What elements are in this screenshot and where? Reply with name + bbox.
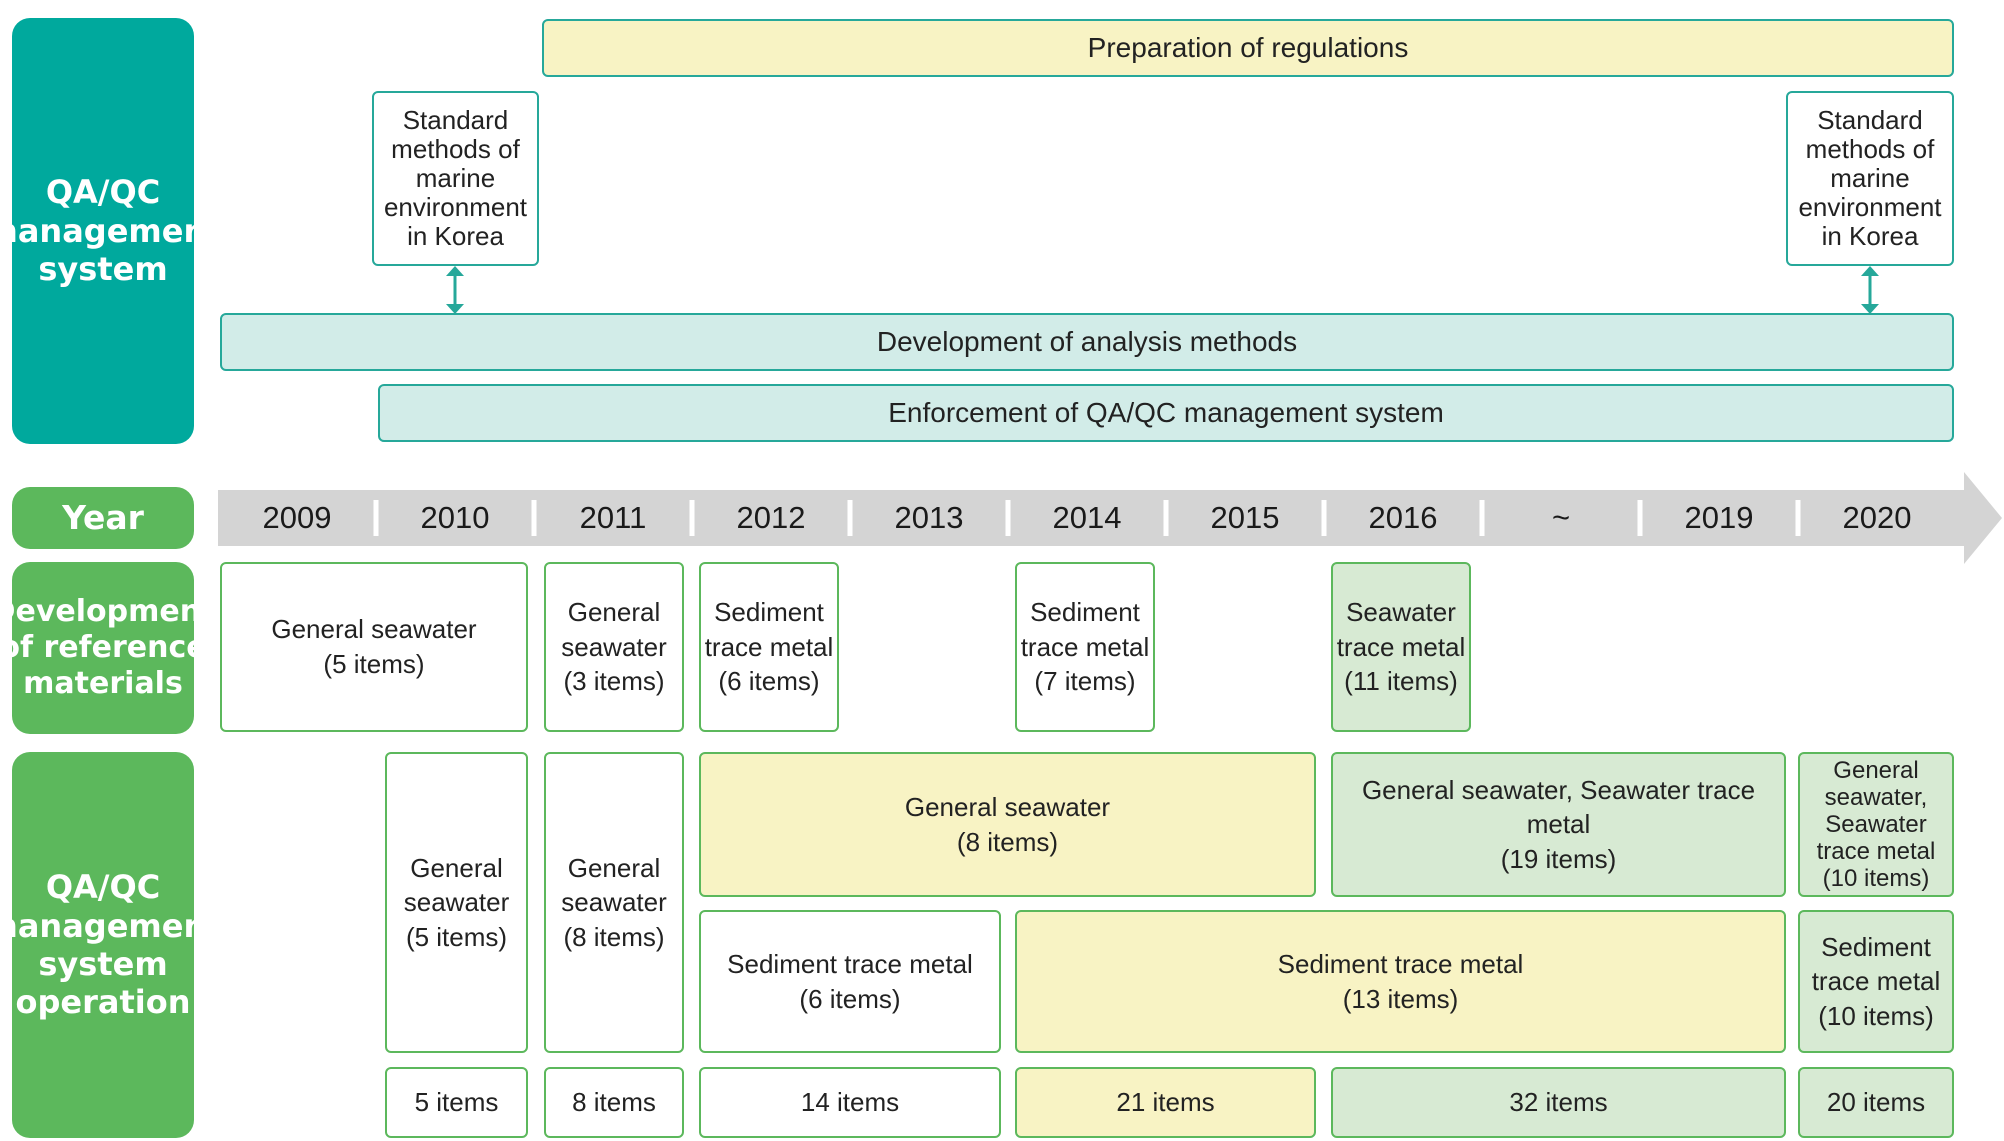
rm-2016-seawater-trace-metal: Seawater trace metal (11 items) (1331, 562, 1471, 732)
year-2009: 2009 (262, 500, 332, 535)
year-2012: 2012 (736, 500, 806, 535)
total-2010: 5 items (385, 1067, 528, 1138)
standard-methods-left: Standard methods of marine environment i… (372, 91, 539, 266)
op-2016-2019-seawater: General seawater, Seawater trace metal (… (1331, 752, 1786, 897)
op-2020-seawater: General seawater, Seawater trace metal (… (1798, 752, 1954, 897)
year-label-text: Year (62, 498, 144, 538)
year-2019: 2019 (1684, 500, 1754, 535)
total-2014-2015: 21 items (1015, 1067, 1316, 1138)
year-2014: 2014 (1052, 500, 1122, 535)
reference-materials-label-text: Development of reference materials (0, 594, 216, 701)
enforcement-of-qaqc-text: Enforcement of QA/QC management system (888, 397, 1444, 428)
rm-2012-sediment-trace-metal: Sediment trace metal (6 items) (699, 562, 839, 732)
double-arrow-right-icon (1861, 266, 1879, 314)
op-2011-general-seawater: General seawater (8 items) (544, 752, 684, 1053)
year-2010: 2010 (420, 500, 490, 535)
development-of-analysis-methods: Development of analysis methods (220, 313, 1954, 371)
total-2016-2019: 32 items (1331, 1067, 1786, 1138)
year-2013: 2013 (894, 500, 964, 535)
op-2020-sediment: Sediment trace metal (10 items) (1798, 910, 1954, 1053)
operation-label: QA/QC management system operation (0, 752, 222, 1138)
total-2011: 8 items (544, 1067, 684, 1138)
year-2020: 2020 (1842, 500, 1912, 535)
qaqc-system-label: QA/QC management system (0, 18, 222, 444)
qaqc-system-label-text: QA/QC management system (0, 173, 222, 289)
standard-methods-left-text: Standard methods of marine environment i… (383, 104, 528, 252)
reference-materials-label: Development of reference materials (0, 562, 215, 734)
standard-methods-right-text: Standard methods of marine environment i… (1798, 104, 1942, 252)
preparation-of-regulations: Preparation of regulations (542, 19, 1954, 77)
total-2020: 20 items (1798, 1067, 1954, 1138)
op-2012-2015-general-seawater: General seawater (8 items) (699, 752, 1316, 897)
year-label: Year (12, 487, 194, 549)
year-2015: 2015 (1210, 500, 1280, 535)
op-2010-general-seawater: General seawater (5 items) (385, 752, 528, 1053)
rm-2011-general-seawater: General seawater (3 items) (544, 562, 684, 732)
development-of-analysis-methods-text: Development of analysis methods (876, 326, 1298, 357)
enforcement-of-qaqc: Enforcement of QA/QC management system (378, 384, 1954, 442)
op-2014-2019-sediment: Sediment trace metal (13 items) (1015, 910, 1786, 1053)
year-2016: 2016 (1368, 500, 1438, 535)
operation-label-text: QA/QC management system operation (0, 868, 222, 1022)
standard-methods-right: Standard methods of marine environment i… (1786, 91, 1954, 266)
op-2012-2013-sediment: Sediment trace metal (6 items) (699, 910, 1001, 1053)
timeline-arrow (218, 472, 2002, 564)
double-arrow-left-icon (446, 266, 464, 314)
year-tilde: ~ (1551, 500, 1571, 535)
preparation-of-regulations-text: Preparation of regulations (1087, 32, 1409, 63)
rm-2009-general-seawater: General seawater (5 items) (220, 562, 528, 732)
year-2011: 2011 (579, 500, 647, 535)
total-2012-2013: 14 items (699, 1067, 1001, 1138)
rm-2014-sediment-trace-metal: Sediment trace metal (7 items) (1015, 562, 1155, 732)
